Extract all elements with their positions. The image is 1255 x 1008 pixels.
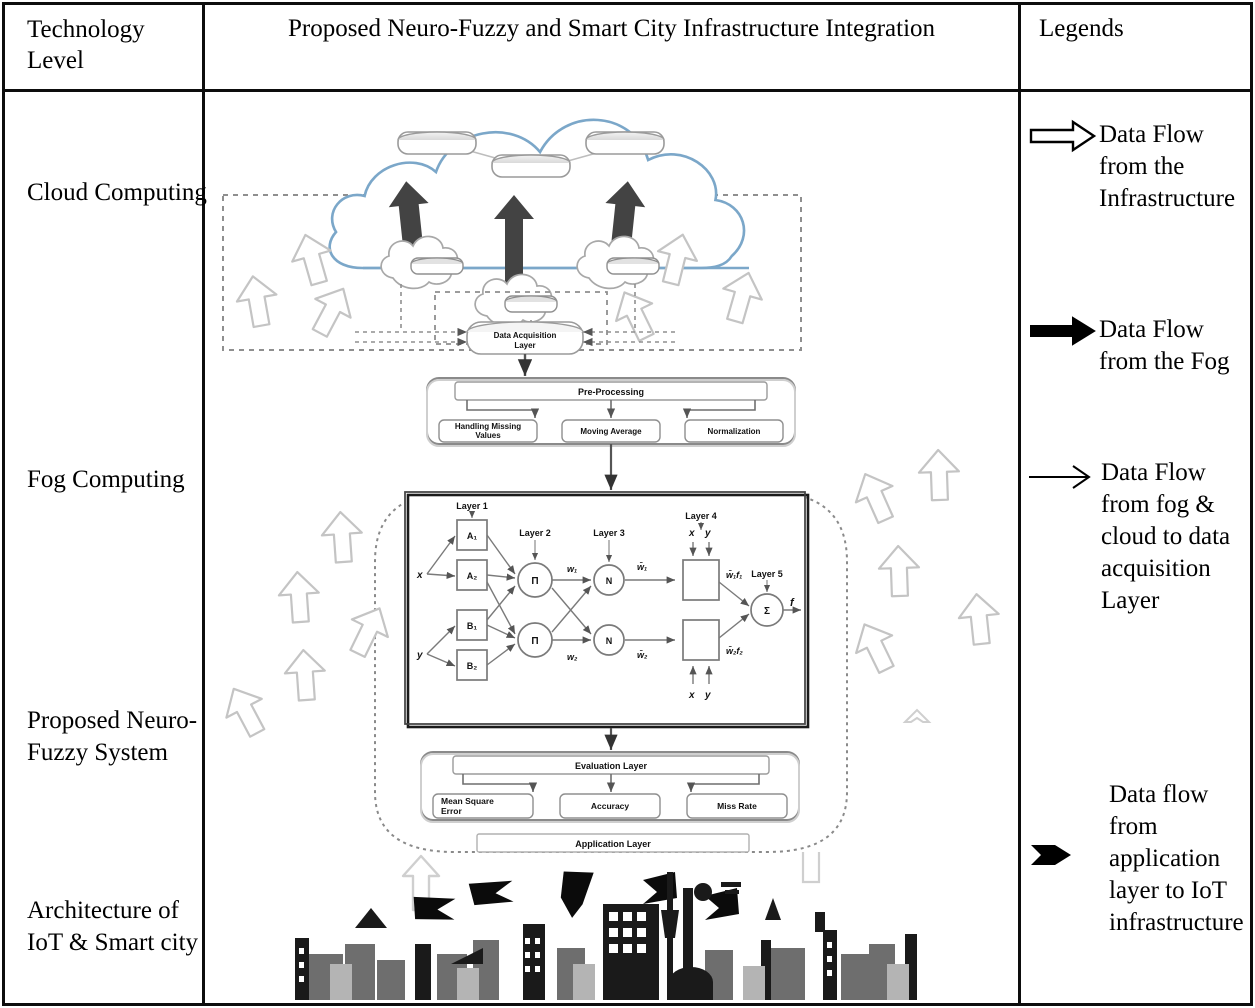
cloud-database-3 <box>585 131 665 155</box>
anfis-layer-label-2: Layer 2 <box>519 528 551 538</box>
anfis-weight-w2: w₂ <box>567 652 578 662</box>
header-technology-level: Technology Level <box>27 16 145 74</box>
anfis-node-A1: A₁ <box>467 531 477 541</box>
preprocessing-title: Pre-Processing <box>578 387 644 397</box>
anfis-input-y: y <box>416 650 423 661</box>
anfis-output-f: f <box>790 597 795 609</box>
data-acquisition-layer-label-line2: Layer <box>514 341 535 350</box>
anfis-layer-label-1: Layer 1 <box>456 501 488 511</box>
anfis-node-N-2: N <box>606 636 613 646</box>
preprocessing-child-1-line2: Values <box>475 431 501 440</box>
legend-item-application: Data flow from application layer to IoT … <box>1029 779 1255 939</box>
anfis-diagram: x y A₁ A₂ B₁ B₂ <box>404 491 810 729</box>
evaluation-child-2: Accuracy <box>591 801 630 811</box>
anfis-node-B2: B₂ <box>467 661 478 671</box>
anfis-layer4-input-y-top: y <box>704 528 711 539</box>
anfis-layer-label-4: Layer 4 <box>685 511 717 521</box>
anfis-layer4-input-x-bottom: x <box>688 690 695 701</box>
header-legends: Legends <box>1039 15 1124 42</box>
legend-text-fog: Data Flow from the Fog <box>1099 316 1230 375</box>
neurofuzzy-dotted-container <box>374 491 848 853</box>
anfis-norm-weight-w1: w̄₁ <box>637 562 647 572</box>
fog-node-cloud-center <box>474 273 558 328</box>
diagram-canvas: Data Acquisition Layer Pre-Processing Ha… <box>205 92 1018 1006</box>
legend-text-acquisition: Data Flow from fog & cloud to data acqui… <box>1101 459 1231 614</box>
anfis-layer-label-5: Layer 5 <box>751 569 783 579</box>
header-diagram-title-text: Proposed Neuro-Fuzzy and Smart City Infr… <box>287 15 936 42</box>
legend-text-infrastructure: Data Flow from the Infrastructure <box>1099 121 1236 212</box>
evaluation-layer-title: Evaluation Layer <box>575 761 648 771</box>
level-label-fog-computing: Fog Computing <box>27 466 185 493</box>
level-label-iot-smart-city: Architecture of IoT & Smart city <box>27 897 199 956</box>
header-diagram-title: Proposed Neuro-Fuzzy and Smart City Infr… <box>205 5 1018 89</box>
legend-text-application: Data flow from application layer to IoT … <box>1109 781 1244 936</box>
diagram-svg: Data Acquisition Layer Pre-Processing Ha… <box>214 118 1003 1000</box>
data-acquisition-layer-node: Data Acquisition Layer <box>466 321 584 355</box>
cloud-outline-shape <box>328 118 746 270</box>
preprocessing-group: Pre-Processing Handling Missing Values M… <box>426 377 796 447</box>
legends-column: Data Flow from the Infrastructure Data F… <box>1021 89 1255 1003</box>
anfis-layer4-input-y-bottom: y <box>704 690 711 701</box>
cloud-database-2 <box>491 154 571 178</box>
evaluation-child-3: Miss Rate <box>717 801 757 811</box>
evaluation-child-1-line1: Mean Square <box>441 796 494 806</box>
solid-block-arrow-right-icon <box>1029 314 1097 357</box>
evaluation-child-1-line2: Error <box>441 806 462 816</box>
level-label-cloud-computing: Cloud Computing <box>27 179 207 206</box>
anfis-node-B1: B₁ <box>467 621 477 631</box>
anfis-layer4-output-2: w̄₂f₂ <box>726 646 743 656</box>
anfis-layer-label-3: Layer 3 <box>593 528 625 538</box>
anfis-input-x: x <box>416 570 423 581</box>
preprocessing-child-2: Moving Average <box>580 427 642 436</box>
data-acquisition-layer-label-line1: Data Acquisition <box>494 331 557 340</box>
evaluation-layer-group: Evaluation Layer Mean Square Error Accur… <box>420 751 800 823</box>
anfis-node-pi-1: Π <box>531 576 538 587</box>
hollow-block-arrow-right-icon <box>1029 119 1097 162</box>
anfis-node-N-1: N <box>606 576 613 586</box>
cloud-database-network <box>397 131 665 178</box>
fog-node-cloud-right <box>576 235 660 290</box>
level-label-neuro-fuzzy-system: Proposed Neuro-Fuzzy System <box>27 707 198 766</box>
legend-item-infrastructure: Data Flow from the Infrastructure <box>1029 119 1255 215</box>
column-divider-left <box>202 5 205 1003</box>
hollow-fog-arrows-right <box>845 448 1003 723</box>
preprocessing-child-1-line1: Handling Missing <box>455 422 521 431</box>
fog-node-cloud-left <box>380 235 464 290</box>
application-layer-bar: Application Layer <box>476 833 750 853</box>
solid-chevron-arrow-right-icon <box>1029 841 1075 878</box>
anfis-node-pi-2: Π <box>531 636 538 647</box>
legend-item-fog: Data Flow from the Fog <box>1029 314 1255 378</box>
thin-line-arrow-right-icon <box>1029 457 1099 500</box>
anfis-weight-w1: w₁ <box>567 564 577 574</box>
column-divider-right <box>1018 5 1021 1003</box>
cloud-database-1 <box>397 131 477 155</box>
legend-item-acquisition: Data Flow from fog & cloud to data acqui… <box>1029 457 1255 617</box>
anfis-node-A2: A₂ <box>467 571 478 581</box>
anfis-layer4-input-x-top: x <box>688 528 695 539</box>
preprocessing-child-3: Normalization <box>708 427 761 436</box>
anfis-norm-weight-w2: w̄₂ <box>637 650 648 660</box>
anfis-layer4-output-1: w̄₁f₁ <box>726 570 742 580</box>
header-divider <box>5 89 1250 92</box>
smart-city-skyline <box>295 872 917 1000</box>
hollow-bracket-icon <box>801 852 821 884</box>
application-layer-label: Application Layer <box>575 839 651 849</box>
hollow-fog-arrows-left <box>214 509 399 744</box>
anfis-node-sigma: Σ <box>764 606 770 617</box>
